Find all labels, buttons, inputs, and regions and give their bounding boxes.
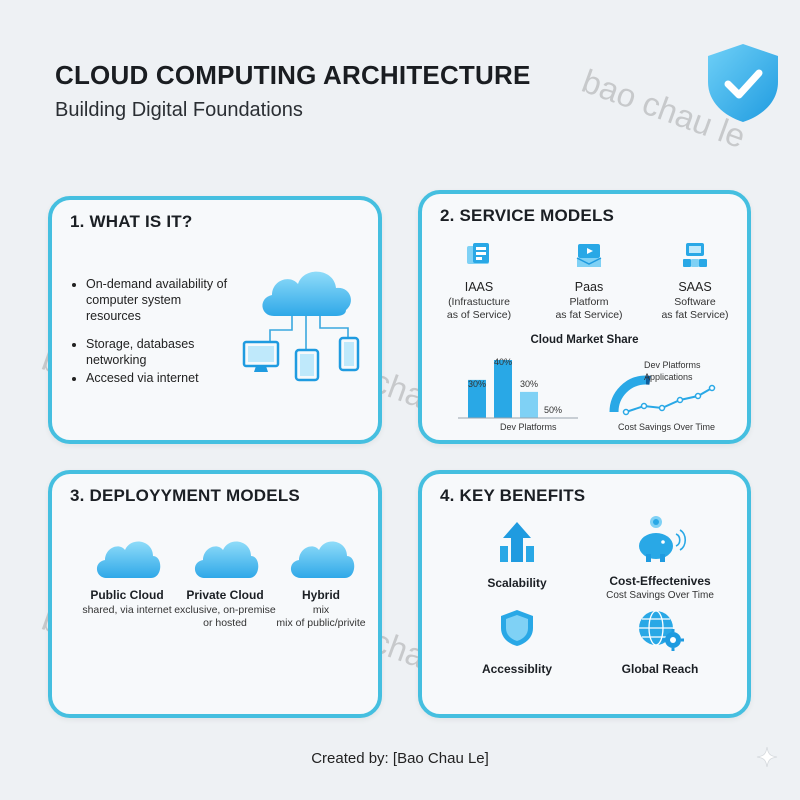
list-item: On-demand availability of computer syste… — [72, 276, 232, 324]
donut-arc — [609, 375, 647, 413]
service-saas: SAAS Software as fat Service) — [650, 240, 740, 322]
service-desc: as fat Service) — [555, 309, 623, 321]
deployment-hybrid: Hybrid mix mix of public/privite — [266, 532, 376, 630]
sparkle-icon — [756, 746, 778, 768]
deployment-name: Hybrid — [301, 588, 340, 602]
shield-icon — [501, 610, 533, 646]
bullet-list: On-demand availability of computer syste… — [72, 276, 232, 398]
line-point — [694, 392, 702, 400]
benefit-name: Scalability — [487, 576, 547, 590]
service-desc: as fat Service) — [661, 309, 729, 321]
software-icon — [683, 243, 707, 267]
deployment-public: Public Cloud shared, via internet — [72, 532, 182, 617]
service-iaas: IAAS (Infrastucture as of Service) — [434, 240, 524, 322]
benefit-name: Cost-Effectenives — [609, 574, 711, 588]
page-title: CLOUD COMPUTING ARCHITECTURE — [55, 60, 531, 90]
benefit-name: Accessiblity — [481, 662, 553, 676]
line-point — [708, 384, 716, 392]
list-item: Storage, databases networking — [72, 336, 232, 368]
deployment-desc: shared, via internet — [82, 604, 172, 616]
service-name: Paas — [574, 280, 604, 294]
bar — [494, 360, 512, 418]
cost-savings-line-chart — [609, 375, 716, 416]
bar — [468, 379, 486, 418]
bar-value-label: 50% — [544, 405, 562, 415]
cloud-icon — [194, 541, 259, 578]
deployment-private: Private Cloud exclusive, on-premise or h… — [170, 532, 280, 630]
deployment-desc: exclusive, on-premise — [174, 604, 276, 616]
benefit-name: Global Reach — [621, 662, 699, 676]
card-title: 1. WHAT IS IT? — [70, 212, 193, 231]
service-name: IAAS — [464, 280, 494, 294]
benefit-global: Global Reach — [590, 608, 730, 676]
cloud-icon — [96, 541, 161, 578]
bar — [520, 391, 538, 418]
bar-value-label: 30% — [520, 379, 538, 389]
card-title: 2. SERVICE MODELS — [440, 206, 615, 225]
globe-gear-icon — [639, 610, 684, 651]
card-title: 3. DEPLOYYMENT MODELS — [70, 486, 300, 505]
line-point — [658, 404, 666, 412]
piggy-bank-icon — [639, 516, 687, 562]
deployment-desc: mix — [312, 604, 330, 616]
header: CLOUD COMPUTING ARCHITECTURE Building Di… — [55, 60, 531, 122]
line-caption: Cost Savings Over Time — [618, 422, 716, 432]
line-point — [640, 402, 648, 410]
deployment-desc: mix of public/privite — [276, 617, 366, 629]
service-desc: (Infrastucture — [448, 296, 510, 308]
benefit-cost: Cost-Effectenives Cost Savings Over Time — [590, 514, 730, 601]
bar-value-label: 40% — [494, 357, 512, 367]
benefit-accessibility: Accessiblity — [462, 608, 572, 676]
service-desc: as of Service) — [446, 309, 512, 321]
deployment-models-card: 3. DEPLOYYMENT MODELS Public Cloud share… — [48, 470, 382, 718]
service-paas: Paas Platform as fat Service) — [544, 240, 634, 322]
key-benefits-card: 4. KEY BENEFITS Scalability Cost-Effecte… — [418, 470, 751, 718]
shield-check-icon — [708, 44, 778, 122]
bar-caption: Dev Platforms — [500, 422, 557, 432]
card-title: 4. KEY BENEFITS — [440, 486, 586, 505]
service-models-card: 2. SERVICE MODELS IAAS (Infrastucture as… — [418, 190, 751, 444]
footer-credit: Created by: [Bao Chau Le] — [311, 750, 489, 767]
service-desc: Platform — [569, 296, 609, 308]
market-share-title: Cloud Market Share — [530, 334, 639, 346]
service-desc: Software — [674, 296, 716, 308]
market-share-bar-chart: 30% 40% 30% 50% — [458, 357, 578, 419]
list-item: Accesed via internet — [72, 370, 232, 386]
cloud-icon — [290, 541, 355, 578]
service-name: SAAS — [678, 280, 712, 294]
line-series — [625, 387, 713, 413]
benefit-desc: Cost Savings Over Time — [606, 590, 714, 601]
arrow-up-icon — [500, 522, 534, 562]
line-point — [622, 408, 630, 416]
line-point — [676, 396, 684, 404]
deployment-desc: or hosted — [203, 617, 247, 629]
benefit-scalability: Scalability — [462, 518, 572, 590]
bar-value-label: 30% — [468, 379, 486, 389]
page-subtitle: Building Digital Foundations — [55, 99, 303, 121]
deployment-name: Private Cloud — [186, 588, 264, 602]
donut-label: Dev Platforms — [644, 360, 701, 370]
deployment-name: Public Cloud — [90, 588, 164, 602]
platform-icon — [576, 244, 602, 267]
donut-label: Applications — [644, 372, 693, 382]
cloud-devices-icon — [242, 271, 360, 382]
what-is-it-card: 1. WHAT IS IT? On-demand availability of… — [48, 196, 382, 444]
server-icon — [467, 243, 489, 264]
